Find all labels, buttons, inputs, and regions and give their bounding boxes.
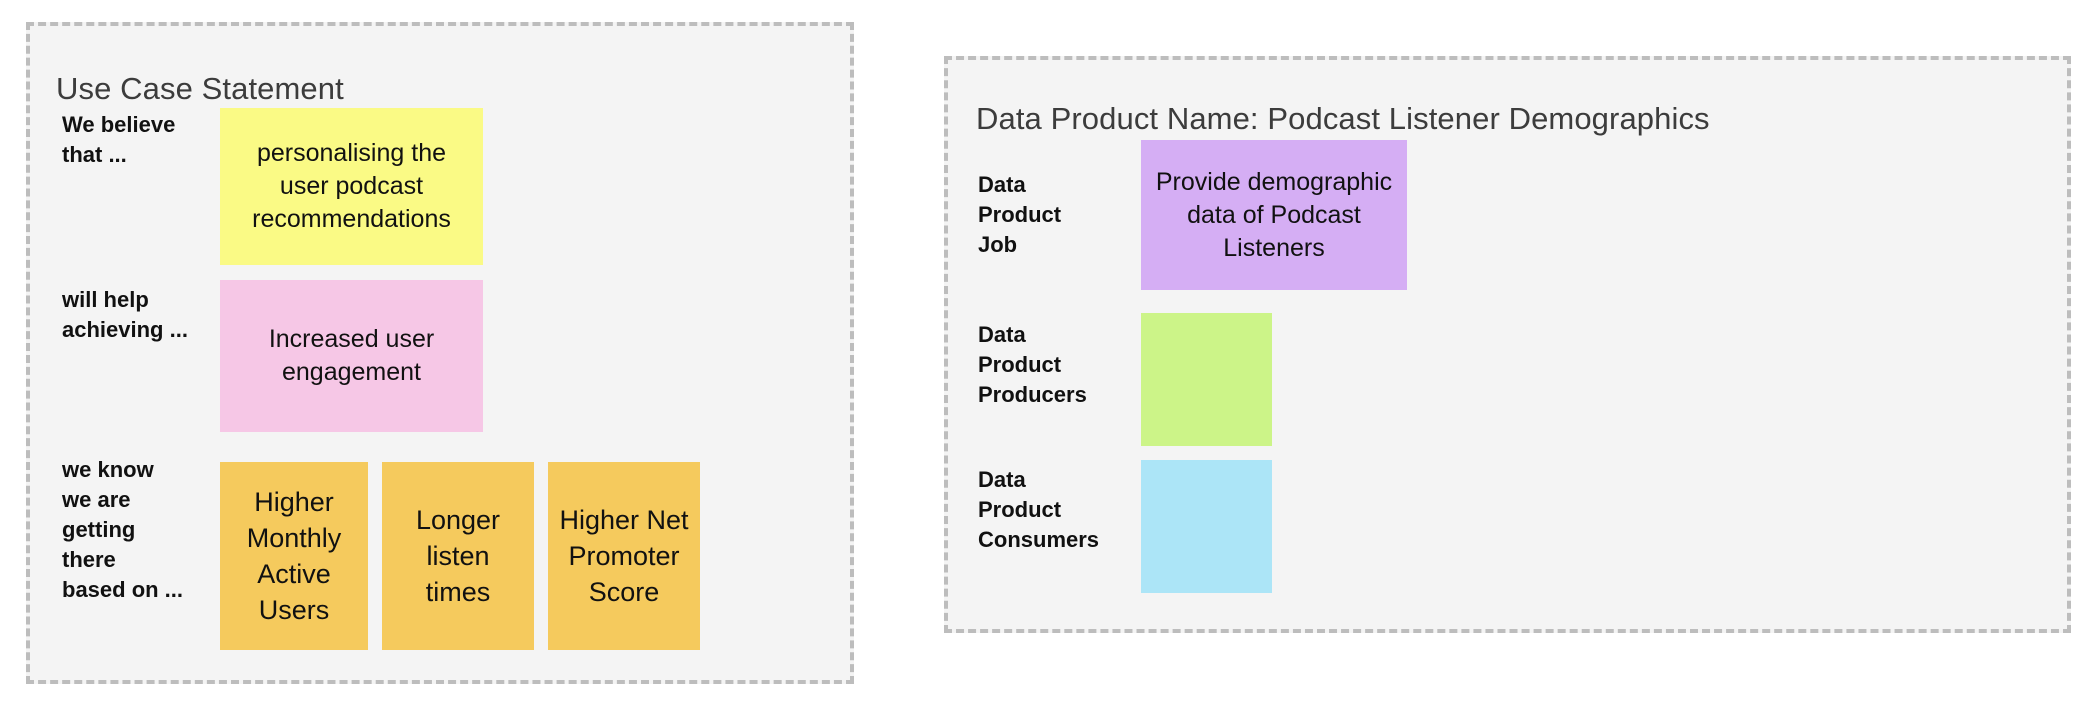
sticky-note-data-product-job[interactable]: Provide demographic data of Podcast List… (1141, 140, 1407, 290)
data-product-row-label-consumers: Data Product Consumers (978, 467, 1100, 552)
sticky-note-producer[interactable] (1141, 313, 1272, 446)
sticky-note-outcome[interactable]: Increased user engagement (220, 280, 483, 432)
data-product-panel: Data Product Name: Podcast Listener Demo… (944, 56, 2071, 633)
sticky-note-consumer[interactable] (1141, 460, 1272, 593)
data-product-row-label-producers: Data Product Producers (978, 322, 1087, 407)
use-case-row-label-will-help-achieving: will help achieving ... (62, 287, 188, 342)
use-case-row-label-we-believe-that: We believe that ... (62, 112, 176, 167)
use-case-row-label-we-know-we-are-getting-there-based-on: we know we are getting there based on ..… (62, 457, 184, 602)
sticky-note-metric-listen-times[interactable]: Longer listen times (382, 462, 534, 650)
data-product-name-title: Data Product Name: Podcast Listener Demo… (976, 100, 1710, 136)
data-product-row-label-job: Data Product Job (978, 172, 1062, 257)
sticky-note-metric-monthly-active-users[interactable]: Higher Monthly Active Users (220, 462, 368, 650)
sticky-note-hypothesis[interactable]: personalising the user podcast recommend… (220, 108, 483, 265)
use-case-statement-title: Use Case Statement (56, 70, 344, 106)
sticky-note-metric-net-promoter-score[interactable]: Higher Net Promoter Score (548, 462, 700, 650)
